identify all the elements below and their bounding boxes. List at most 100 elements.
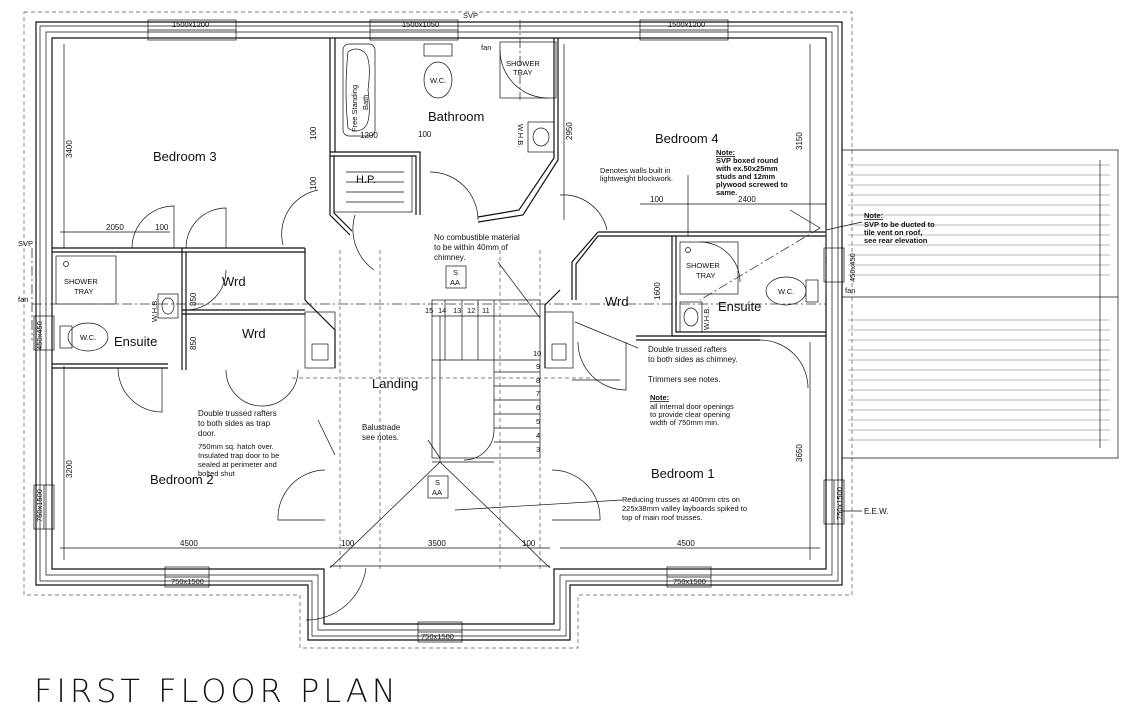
room-label-landing: Landing	[372, 376, 418, 391]
stair-number-5: 5	[536, 417, 540, 426]
dim-100-e: 100	[418, 130, 432, 139]
svp-pipe-runs	[31, 20, 827, 340]
chimney-breasts	[304, 311, 574, 369]
note-chimney-line-3: chimney.	[434, 253, 465, 262]
label-wc-ensuite-left: W.C.	[80, 333, 96, 342]
room-label-bedroom-3: Bedroom 3	[153, 149, 217, 164]
dim-2050: 2050	[106, 223, 124, 232]
stair-number-7: 7	[536, 389, 540, 398]
label-svp-left: SVP	[18, 239, 33, 248]
dim-3500: 3500	[428, 539, 446, 548]
note-reducing-line-3: top of main roof trusses.	[622, 513, 702, 522]
label-sa-upper-2: AA	[450, 278, 460, 287]
window-label-ensuite-right: 450x450	[848, 253, 857, 282]
stair-number-8: 8	[536, 376, 540, 385]
note-chimney-line-2: to be within 40mm of	[434, 243, 509, 252]
note-blockwork-line-2: lightweight blockwork.	[600, 174, 673, 183]
note-hatch-line-4: bolted shut	[198, 469, 236, 478]
sanitary-fixtures	[55, 41, 819, 352]
note-blockwork-line-1: Denotes walls built in	[600, 166, 670, 175]
dim-3650: 3650	[795, 444, 804, 462]
note-label-svp-duct: Note:	[864, 211, 883, 220]
note-svp-box-line-5: same.	[716, 188, 737, 197]
dim-100-d: 100	[522, 539, 536, 548]
note-doors-line-1: all internal door openings	[650, 402, 734, 411]
note-svp-duct-line-3: see rear elevation	[864, 236, 928, 245]
stair-number-11: 11	[482, 306, 490, 315]
label-whb-ensuite-left: W.H.B.	[150, 299, 159, 322]
note-doors-line-3: width of 750mm min.	[649, 418, 719, 427]
dim-850-upper: 850	[189, 292, 198, 306]
room-label-ensuite-left: Ensuite	[114, 334, 157, 349]
dim-3400: 3400	[65, 140, 74, 158]
room-label-wardrobe-lower: Wrd	[242, 326, 266, 341]
smoke-alarm-upper	[445, 265, 467, 289]
label-sa-lower-1: S	[435, 478, 440, 487]
label-shower-tray-bathroom-1: SHOWER	[506, 59, 540, 68]
window-label-ensuite-left: 450x450	[35, 321, 44, 350]
dim-2950: 2950	[565, 122, 574, 140]
note-svp-box-line-1: SVP boxed round	[716, 156, 779, 165]
stair-number-4: 4	[536, 431, 540, 440]
label-wc-ensuite-right: W.C.	[778, 287, 794, 296]
label-wc-bathroom: W.C.	[430, 76, 446, 85]
dimension-lines	[60, 44, 826, 560]
note-trimmers: Trimmers see notes.	[648, 375, 721, 384]
label-whb-ensuite-right: W.H.B.	[702, 307, 711, 330]
dim-4500-right: 4500	[677, 539, 695, 548]
note-rafters-left-line-1: Double trussed rafters	[198, 409, 277, 418]
label-fan-left: fan	[18, 295, 28, 304]
note-hatch-line-3: sealed at perimeter and	[198, 460, 277, 469]
room-label-hot-press: H.P.	[356, 174, 376, 186]
staircase	[431, 299, 541, 463]
dim-1200: 1200	[360, 131, 378, 140]
note-chimney-line-1: No combustible material	[434, 233, 520, 242]
dim-100-g: 100	[309, 176, 318, 190]
label-shower-tray-bathroom-2: TRAY	[513, 68, 532, 77]
dim-3200: 3200	[65, 460, 74, 478]
note-svp-duct-line-1: SVP to be ducted to	[864, 220, 935, 229]
label-bath-1: Free Standing	[350, 85, 359, 132]
window-label-bedroom-1-front: 750x1500	[673, 577, 706, 586]
label-shower-tray-left-2: TRAY	[74, 287, 93, 296]
window-label-landing-front: 750x1500	[421, 632, 454, 641]
note-hatch-line-1: 750mm sq. hatch over.	[198, 442, 274, 451]
room-label-wardrobe-right: Wrd	[605, 294, 629, 309]
dim-100-b: 100	[650, 195, 664, 204]
hot-press-cupboard	[333, 155, 413, 213]
stair-number-13: 13	[453, 306, 461, 315]
window-label-bedroom-2-side: 750x1500	[35, 489, 44, 522]
window-label-bedroom-1-side: 750x1500	[835, 487, 844, 520]
note-reducing-line-2: 225x38mm valley layboards spiked to	[622, 504, 747, 513]
label-fan-top: fan	[481, 43, 491, 52]
label-fan-right: fan	[845, 286, 855, 295]
label-shower-tray-right-2: TRAY	[696, 271, 715, 280]
note-rafters-left-line-3: door.	[198, 429, 216, 438]
stair-number-6: 6	[536, 403, 540, 412]
smoke-alarm-lower	[427, 475, 449, 499]
label-bath-2: Bath	[361, 95, 370, 110]
label-shower-tray-left-1: SHOWER	[64, 277, 98, 286]
note-hatch-line-2: Insulated trap door to be	[198, 451, 279, 460]
note-doors-line-2: to provide clear opening	[650, 410, 730, 419]
room-label-wardrobe-upper: Wrd	[222, 274, 246, 289]
dim-3150: 3150	[795, 132, 804, 150]
stair-number-14: 14	[438, 306, 446, 315]
window-label-bedroom-3: 1500x1200	[172, 20, 209, 29]
note-label-doors: Note:	[650, 393, 669, 402]
note-svp-box-line-3: studs and 12mm	[716, 172, 776, 181]
roof-valley-lines	[292, 250, 590, 570]
dim-2400: 2400	[738, 195, 756, 204]
label-sa-upper-1: S	[453, 268, 458, 277]
stair-number-9: 9	[536, 362, 540, 371]
note-svp-duct-line-2: tile vent on roof,	[864, 228, 922, 237]
note-label-svp-box: Note:	[716, 148, 735, 157]
note-rafters-left-line-2: to both sides as trap	[198, 419, 271, 428]
room-label-ensuite-right: Ensuite	[718, 299, 761, 314]
label-sa-lower-2: AA	[432, 488, 442, 497]
note-balustrade-line-1: Balustrade	[362, 423, 401, 432]
windows	[33, 19, 845, 643]
dim-1600: 1600	[653, 282, 662, 300]
window-label-bathroom: 1500x1050	[402, 20, 439, 29]
room-label-bedroom-4: Bedroom 4	[655, 131, 719, 146]
